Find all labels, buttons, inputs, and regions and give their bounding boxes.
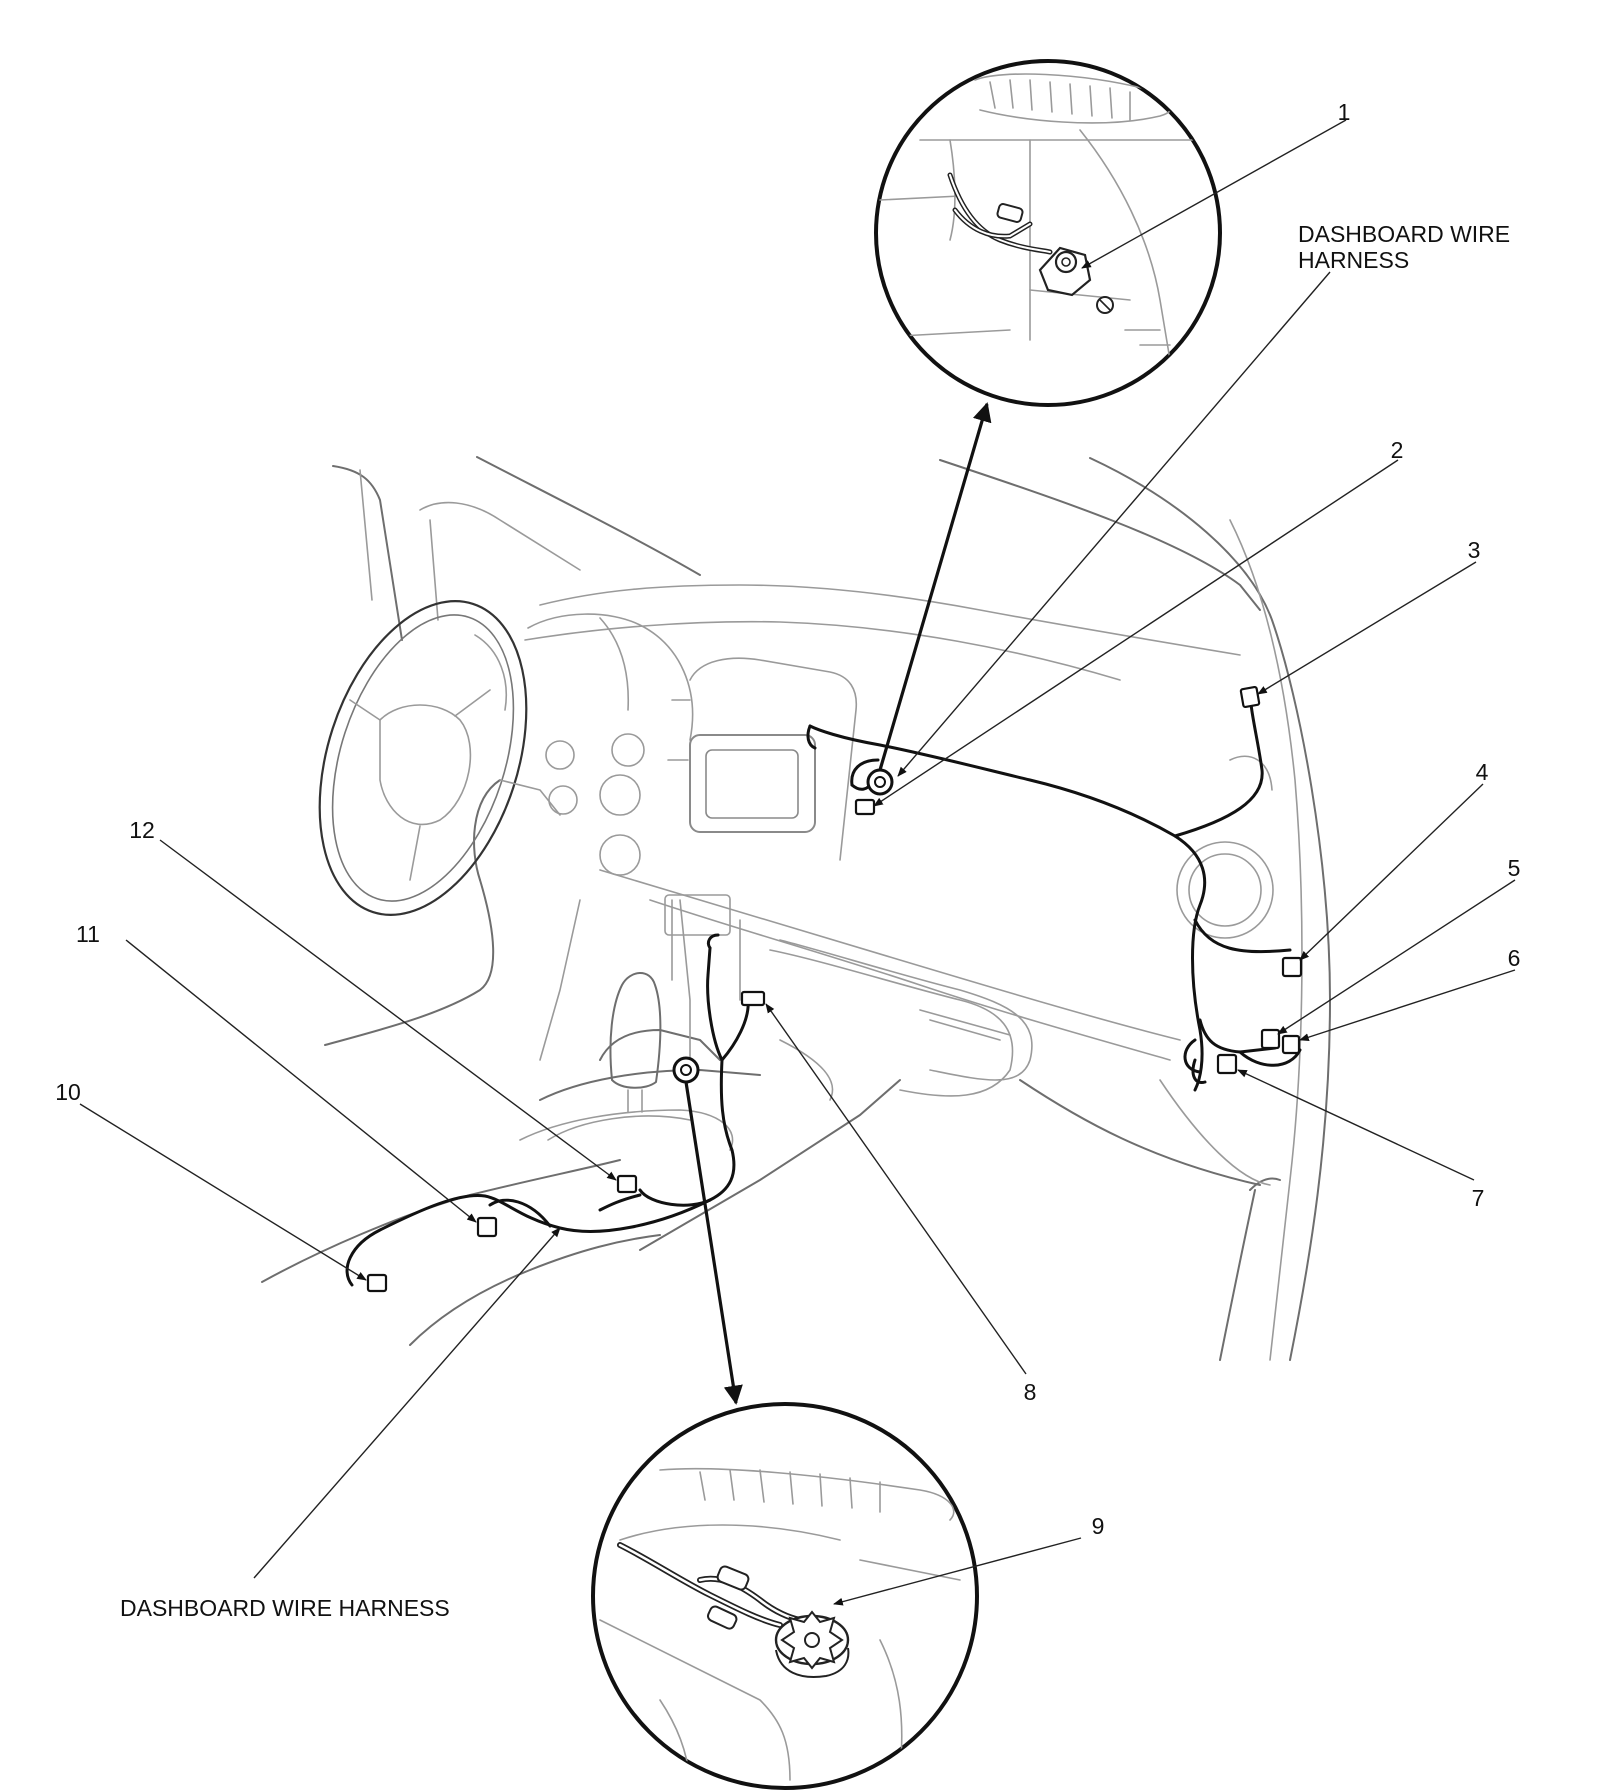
callout-1: 1 xyxy=(1338,99,1351,125)
vehicle-interior-outline xyxy=(261,456,1331,1361)
connector-2 xyxy=(854,798,876,816)
harness-label-upper-line2: HARNESS xyxy=(1298,247,1409,273)
connector-4 xyxy=(1281,956,1303,978)
callout-10: 10 xyxy=(55,1079,81,1105)
callout-6: 6 xyxy=(1508,945,1521,971)
leader-lines xyxy=(79,119,1516,1606)
callout-8: 8 xyxy=(1024,1379,1037,1405)
connectors xyxy=(366,685,1303,1293)
callout-12: 12 xyxy=(129,817,155,843)
callout-3: 3 xyxy=(1468,537,1481,563)
dashboard-wire-harness-path xyxy=(345,688,1302,1287)
connector-7 xyxy=(1216,1053,1238,1075)
harness-label-lower: DASHBOARD WIRE HARNESS xyxy=(120,1595,450,1621)
ground-bolt-lower xyxy=(672,1056,700,1084)
connector-12 xyxy=(616,1174,638,1194)
callout-5: 5 xyxy=(1508,855,1521,881)
callout-11: 11 xyxy=(76,921,100,947)
harness-label-upper-line1: DASHBOARD WIRE xyxy=(1298,221,1510,247)
callout-7: 7 xyxy=(1472,1185,1485,1211)
callout-4: 4 xyxy=(1476,759,1489,785)
connector-3 xyxy=(1239,685,1261,709)
callout-9: 9 xyxy=(1092,1513,1105,1539)
gear-shifter xyxy=(547,972,691,1141)
detail-arrow-upper xyxy=(878,402,992,771)
callout-2: 2 xyxy=(1391,437,1404,463)
detail-arrow-lower xyxy=(684,1081,743,1405)
connector-6 xyxy=(1281,1034,1301,1055)
steering-wheel xyxy=(318,600,561,916)
connector-5 xyxy=(1260,1028,1281,1050)
detail-view-upper xyxy=(874,59,1222,407)
callout-numbers: 1 2 3 4 5 6 7 8 9 10 11 12 xyxy=(55,99,1520,1539)
detail-view-lower xyxy=(591,1402,979,1790)
ground-bolt-upper xyxy=(866,768,894,796)
connector-11 xyxy=(476,1216,498,1238)
connector-10 xyxy=(366,1273,388,1293)
connector-8 xyxy=(740,990,766,1007)
